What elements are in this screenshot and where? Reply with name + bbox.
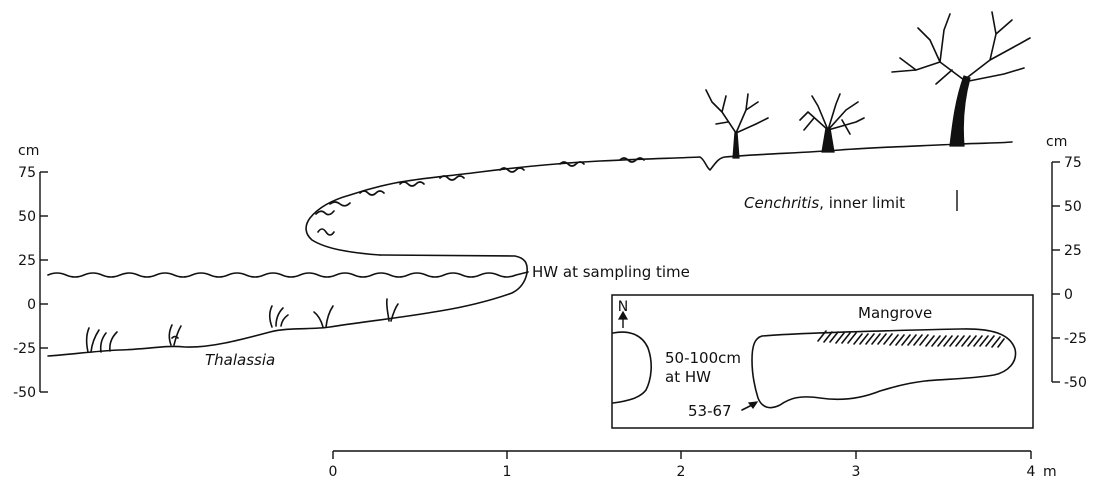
mangrove-tree-small <box>705 89 769 159</box>
large-tree-branches <box>891 11 1031 85</box>
inset-depth-label: 53-67 <box>688 402 732 420</box>
north-arrowhead-icon <box>617 310 629 320</box>
rock-texture <box>315 157 645 236</box>
left-tick-label: -50 <box>13 385 36 401</box>
right-tick-label: 50 <box>1064 199 1082 215</box>
thalassia-plant-5 <box>385 298 399 322</box>
right-tick-label: 0 <box>1064 287 1073 303</box>
mangrove-shrub <box>799 93 865 153</box>
thalassia-plant-1 <box>85 327 118 353</box>
bottom-tick-label: 2 <box>677 464 686 478</box>
right-tick-label: 25 <box>1064 243 1082 259</box>
depth-pointer-arrowhead-icon <box>747 401 759 410</box>
large-tree-trunk <box>949 75 971 147</box>
inset-depth-line1: 50-100cm <box>665 349 741 367</box>
tree-branches <box>705 89 769 134</box>
right-axis-unit: cm <box>1046 134 1067 150</box>
hw-sampling-label: HW at sampling time <box>532 263 690 281</box>
inset-island-outline <box>751 328 1017 409</box>
inset-mangrove-label: Mangrove <box>858 304 932 322</box>
left-tick-label: -25 <box>13 341 36 357</box>
bottom-tick-label: 4 <box>1027 464 1036 478</box>
thalassia-plant-4 <box>313 305 334 328</box>
right-tick-label: -25 <box>1064 331 1087 347</box>
right-tick-label: -50 <box>1064 375 1087 391</box>
mangrove-tree-large <box>891 11 1031 147</box>
left-axis-unit: cm <box>18 143 39 159</box>
left-tick-label: 25 <box>18 253 36 269</box>
inset-depth-line2: at HW <box>665 368 711 386</box>
cenchritis-rest: , inner limit <box>819 194 905 212</box>
thalassia-plant-3 <box>268 305 289 328</box>
thalassia-label: Thalassia <box>205 351 275 369</box>
cenchritis-name: Cenchritis <box>744 194 819 212</box>
north-label: N <box>618 299 628 315</box>
inset-map: N Mangrove 50-100cm at HW 53-67 <box>611 294 1034 429</box>
right-tick-label: 75 <box>1064 155 1082 171</box>
bottom-axis-unit: m <box>1043 464 1057 478</box>
left-axis: cm 75 50 25 0 -25 -50 <box>13 143 48 401</box>
tree-trunk <box>732 131 740 159</box>
bottom-tick-label: 3 <box>852 464 861 478</box>
high-water-line <box>47 271 529 278</box>
inset-frame <box>611 294 1034 429</box>
right-axis: cm 75 50 25 0 -25 -50 <box>1046 134 1087 391</box>
shrub-trunk <box>821 127 835 153</box>
cenchritis-label: Cenchritis, inner limit <box>744 194 905 212</box>
shrub-branches <box>799 93 865 135</box>
left-tick-label: 0 <box>27 297 36 313</box>
bottom-scale: 0 1 2 3 4 m <box>329 450 1057 480</box>
bottom-tick-label: 1 <box>503 464 512 478</box>
left-tick-label: 75 <box>18 165 36 181</box>
inset-mangrove-hatching <box>817 330 1005 348</box>
left-tick-label: 50 <box>18 209 36 225</box>
thalassia-plant-2 <box>168 324 182 346</box>
bottom-tick-label: 0 <box>329 464 338 478</box>
inset-shore-outline <box>612 331 652 404</box>
thalassia-plants <box>85 298 399 353</box>
seabed-profile-line <box>47 254 528 357</box>
rock-overhang-profile <box>305 141 1013 256</box>
